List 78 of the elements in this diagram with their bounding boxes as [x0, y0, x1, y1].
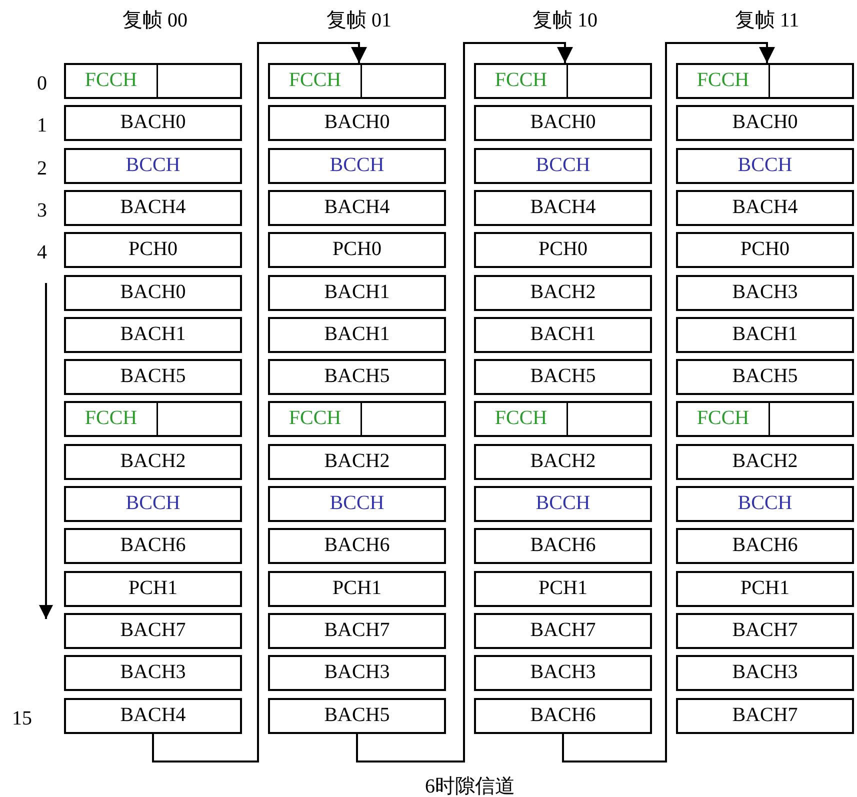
channel-slot: BACH0 — [64, 274, 242, 310]
channel-slot: BACH0 — [64, 105, 242, 142]
channel-slot: PCH0 — [474, 232, 652, 268]
arrow — [562, 42, 775, 762]
channel-slot: BACH6 — [474, 528, 652, 564]
channel-slot: BACH7 — [268, 612, 446, 649]
channel-slot: BACH3 — [676, 274, 854, 310]
channel-slot: FCCH — [676, 63, 854, 99]
channel-slot: PCH1 — [64, 570, 242, 607]
channel-slot: BACH3 — [64, 655, 242, 692]
row-number: 0 — [37, 72, 47, 96]
channel-slot: BACH7 — [64, 612, 242, 649]
channel-slot: BACH7 — [474, 612, 652, 649]
column-heading: 复帧 10 — [532, 8, 598, 34]
channel-slot: PCH0 — [268, 232, 446, 268]
channel-slot: BACH7 — [676, 612, 854, 649]
column-heading: 复帧 00 — [122, 8, 188, 34]
channel-slot: BACH5 — [676, 359, 854, 396]
channel-slot: BACH5 — [268, 359, 446, 396]
channel-slot: BACH4 — [676, 190, 854, 226]
channel-slot: PCH0 — [676, 232, 854, 268]
channel-slot: BACH2 — [268, 444, 446, 480]
channel-slot: BACH3 — [268, 655, 446, 692]
row-number: 2 — [37, 157, 47, 180]
channel-slot: BCCH — [474, 148, 652, 184]
channel-slot: BACH6 — [474, 698, 652, 734]
channel-slot: BACH6 — [64, 528, 242, 564]
channel-slot: BACH6 — [676, 528, 854, 564]
channel-slot: BACH0 — [268, 105, 446, 142]
channel-slot: BCCH — [474, 486, 652, 522]
channel-slot: BCCH — [676, 486, 854, 522]
row-number: 3 — [37, 199, 47, 222]
arrow — [356, 42, 573, 762]
channel-slot: BACH4 — [474, 190, 652, 226]
channel-slot: BACH7 — [676, 698, 854, 734]
channel-slot: BACH1 — [268, 274, 446, 310]
channel-slot: BACH0 — [474, 105, 652, 142]
channel-slot: PCH1 — [676, 570, 854, 607]
channel-slot: BCCH — [268, 486, 446, 522]
column-heading: 复帧 01 — [326, 8, 392, 34]
channel-slot: BACH4 — [64, 190, 242, 226]
channel-slot: BACH2 — [474, 274, 652, 310]
row-number: 1 — [37, 114, 47, 138]
column-heading: 复帧 11 — [734, 8, 800, 34]
channel-slot: BCCH — [64, 486, 242, 522]
channel-slot: BACH2 — [64, 444, 242, 480]
caption: 6时隙信道 — [425, 774, 515, 797]
channel-slot: BACH3 — [474, 655, 652, 692]
channel-slot: BACH5 — [64, 359, 242, 396]
channel-slot: BACH4 — [64, 698, 242, 734]
channel-slot: BACH5 — [474, 359, 652, 396]
channel-slot: BACH2 — [474, 444, 652, 480]
channel-slot: BACH6 — [268, 528, 446, 564]
channel-slot: BACH4 — [268, 190, 446, 226]
channel-slot: BCCH — [676, 148, 854, 184]
channel-slot: FCCH — [474, 401, 652, 438]
channel-slot: BCCH — [268, 148, 446, 184]
arrow — [152, 42, 367, 762]
channel-slot: BACH0 — [676, 105, 854, 142]
channel-slot: PCH0 — [64, 232, 242, 268]
channel-slot: FCCH — [676, 401, 854, 438]
channel-slot: FCCH — [64, 63, 242, 99]
channel-slot: PCH1 — [268, 570, 446, 607]
channel-slot: FCCH — [268, 401, 446, 438]
channel-slot: BACH1 — [676, 316, 854, 353]
channel-slot: FCCH — [268, 63, 446, 99]
channel-slot: BACH2 — [676, 444, 854, 480]
channel-slot: BACH5 — [268, 698, 446, 734]
channel-slot: BACH1 — [64, 316, 242, 353]
channel-slot: FCCH — [474, 63, 652, 99]
row-number: 15 — [12, 707, 32, 730]
channel-slot: BACH1 — [474, 316, 652, 353]
channel-slot: BCCH — [64, 148, 242, 184]
channel-slot: PCH1 — [474, 570, 652, 607]
channel-slot: FCCH — [64, 401, 242, 438]
row-number: 4 — [37, 242, 47, 265]
channel-slot: BACH1 — [268, 316, 446, 353]
channel-slot: BACH3 — [676, 655, 854, 692]
